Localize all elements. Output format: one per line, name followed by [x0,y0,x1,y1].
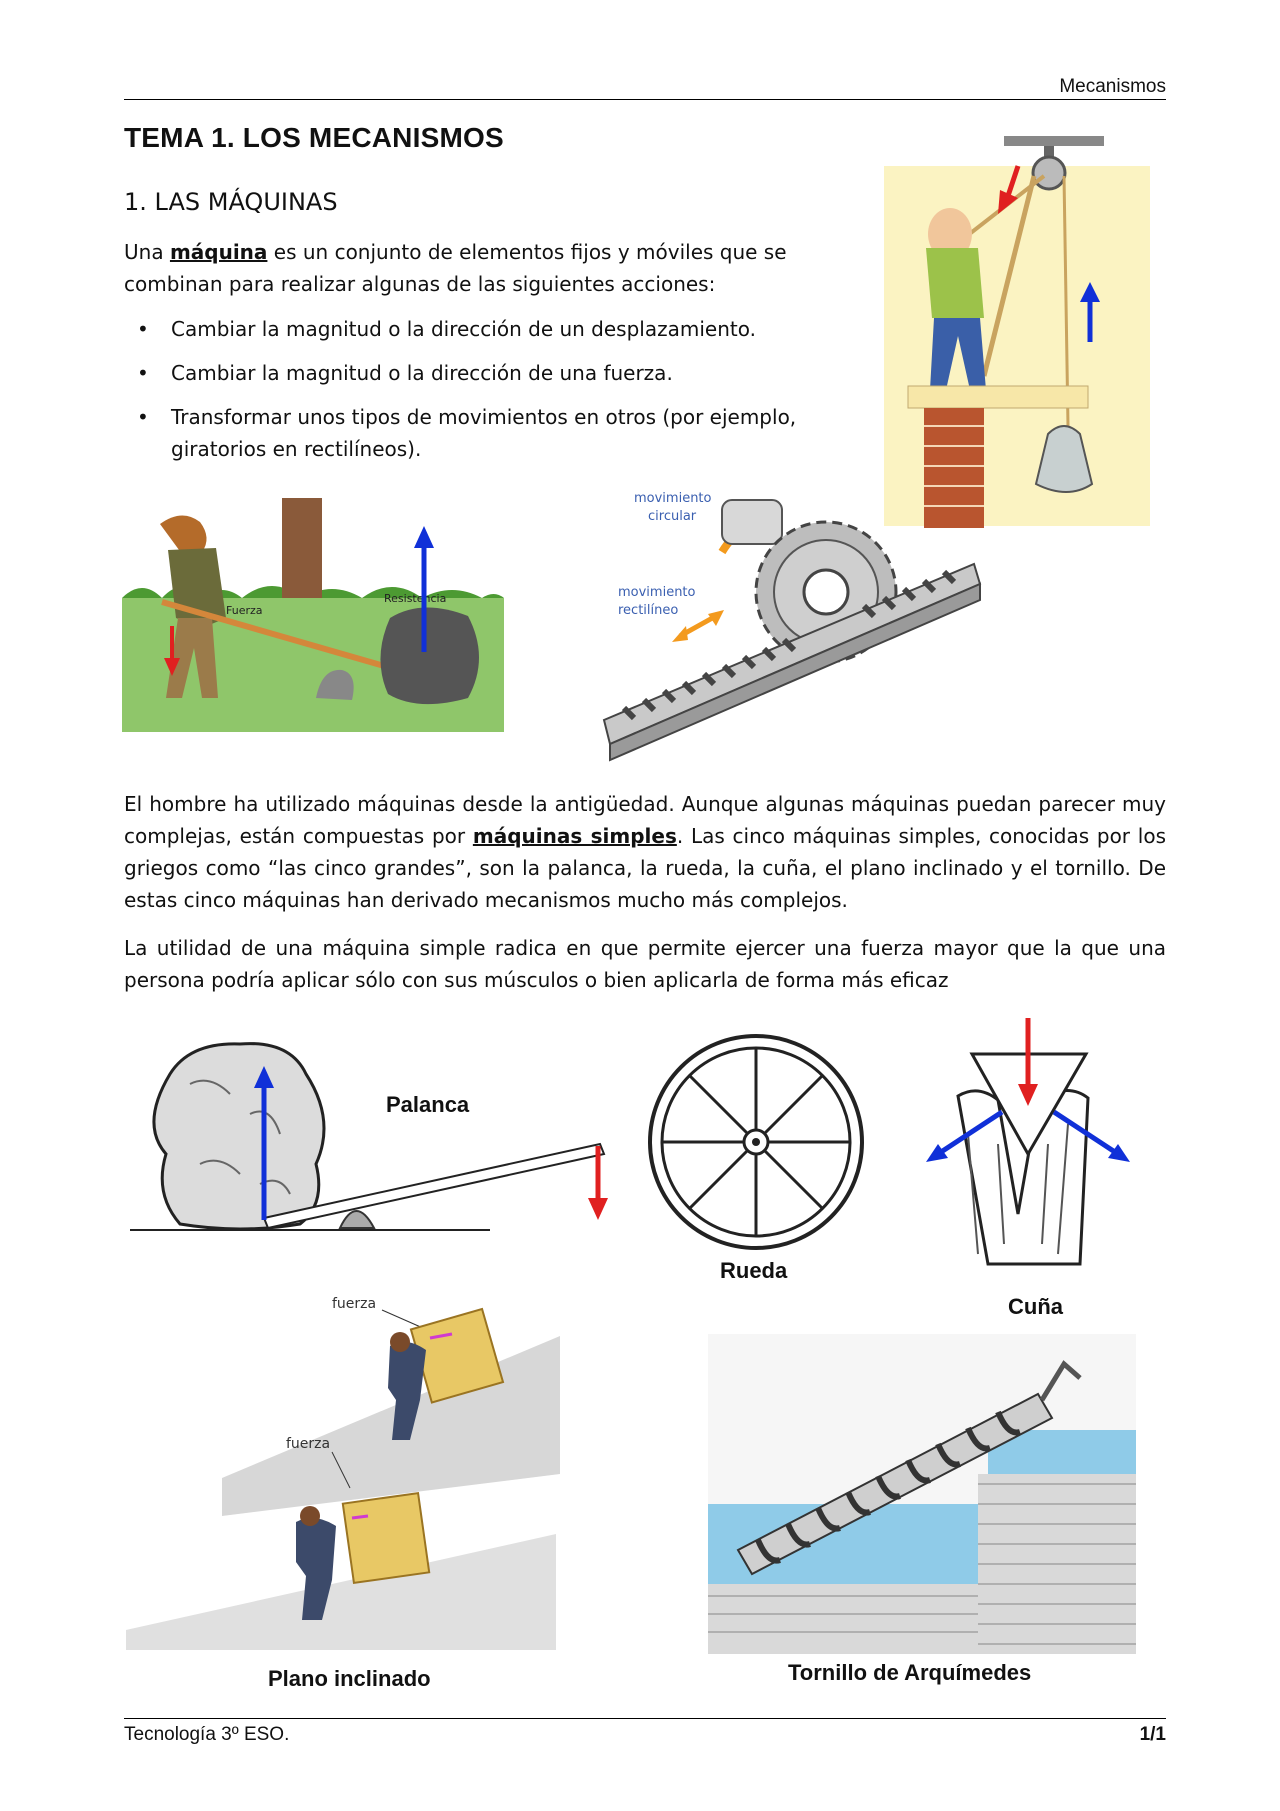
list-item: Cambiar la magnitud o la dirección de un… [124,357,854,389]
actions-list: Cambiar la magnitud o la dirección de un… [124,313,854,477]
palanca-caption: Palanca [386,1092,470,1117]
body-text-pre: El hombre ha utilizado máquinas desde la… [124,792,1166,848]
tornillo-illustration: Tornillo de Arquímedes [708,1334,1136,1685]
term-maquina: máquina [169,240,268,264]
palanca-illustration: Palanca [130,1042,608,1231]
body-paragraph-utility: La utilidad de una máquina simple radica… [124,936,1166,992]
lever-force-label: Fuerza [226,604,263,617]
intro-paragraph: Una máquina es un conjunto de elementos … [124,236,844,300]
body-text-post: . Las cinco máquinas simples, conocidas … [124,824,1166,912]
rueda-illustration: Rueda [648,1034,864,1283]
pulley-illustration [884,136,1150,528]
circular-motion-label-2: circular [648,509,697,524]
page-number: 1/1 [1139,1724,1166,1745]
list-item: Cambiar la magnitud o la dirección de un… [124,313,854,345]
plano-inclinado-illustration: fuerza fuerza [126,1296,560,1650]
footer-course: Tecnología 3º ESO. [124,1724,290,1745]
page-title: TEMA 1. LOS MECANISMOS [124,122,504,153]
intro-text-post: es un conjunto de elementos fijos y móvi… [124,240,787,296]
running-header: Mecanismos [1059,76,1166,97]
section-heading: 1. LAS MÁQUINAS [124,188,338,216]
linear-motion-label-1: movimiento [618,585,696,600]
plano-caption: Plano inclinado [268,1666,431,1691]
intro-text-pre: Una [124,240,170,264]
plano-force-label-2: fuerza [286,1436,330,1452]
lever-resistance-label: Resistencia [384,592,446,605]
rack-pinion-illustration: movimiento circular movimiento rectilíne… [602,491,982,762]
linear-motion-label-2: rectilíneo [618,603,678,618]
circular-motion-label-1: movimiento [634,491,712,506]
term-maquinas-simples: máquinas simples [472,824,677,848]
cuna-caption: Cuña [1008,1294,1064,1319]
cuna-illustration: Cuña [926,1018,1130,1319]
tornillo-caption: Tornillo de Arquímedes [788,1660,1031,1685]
plano-force-label-1: fuerza [332,1296,376,1312]
body-paragraph-simple-machines: El hombre ha utilizado máquinas desde la… [124,788,1166,916]
header-rule [124,99,1166,100]
footer-rule [124,1718,1166,1719]
rueda-caption: Rueda [720,1258,788,1283]
lever-scene-illustration: Fuerza Resistencia [122,498,504,732]
list-item: Transformar unos tipos de movimientos en… [124,401,854,465]
